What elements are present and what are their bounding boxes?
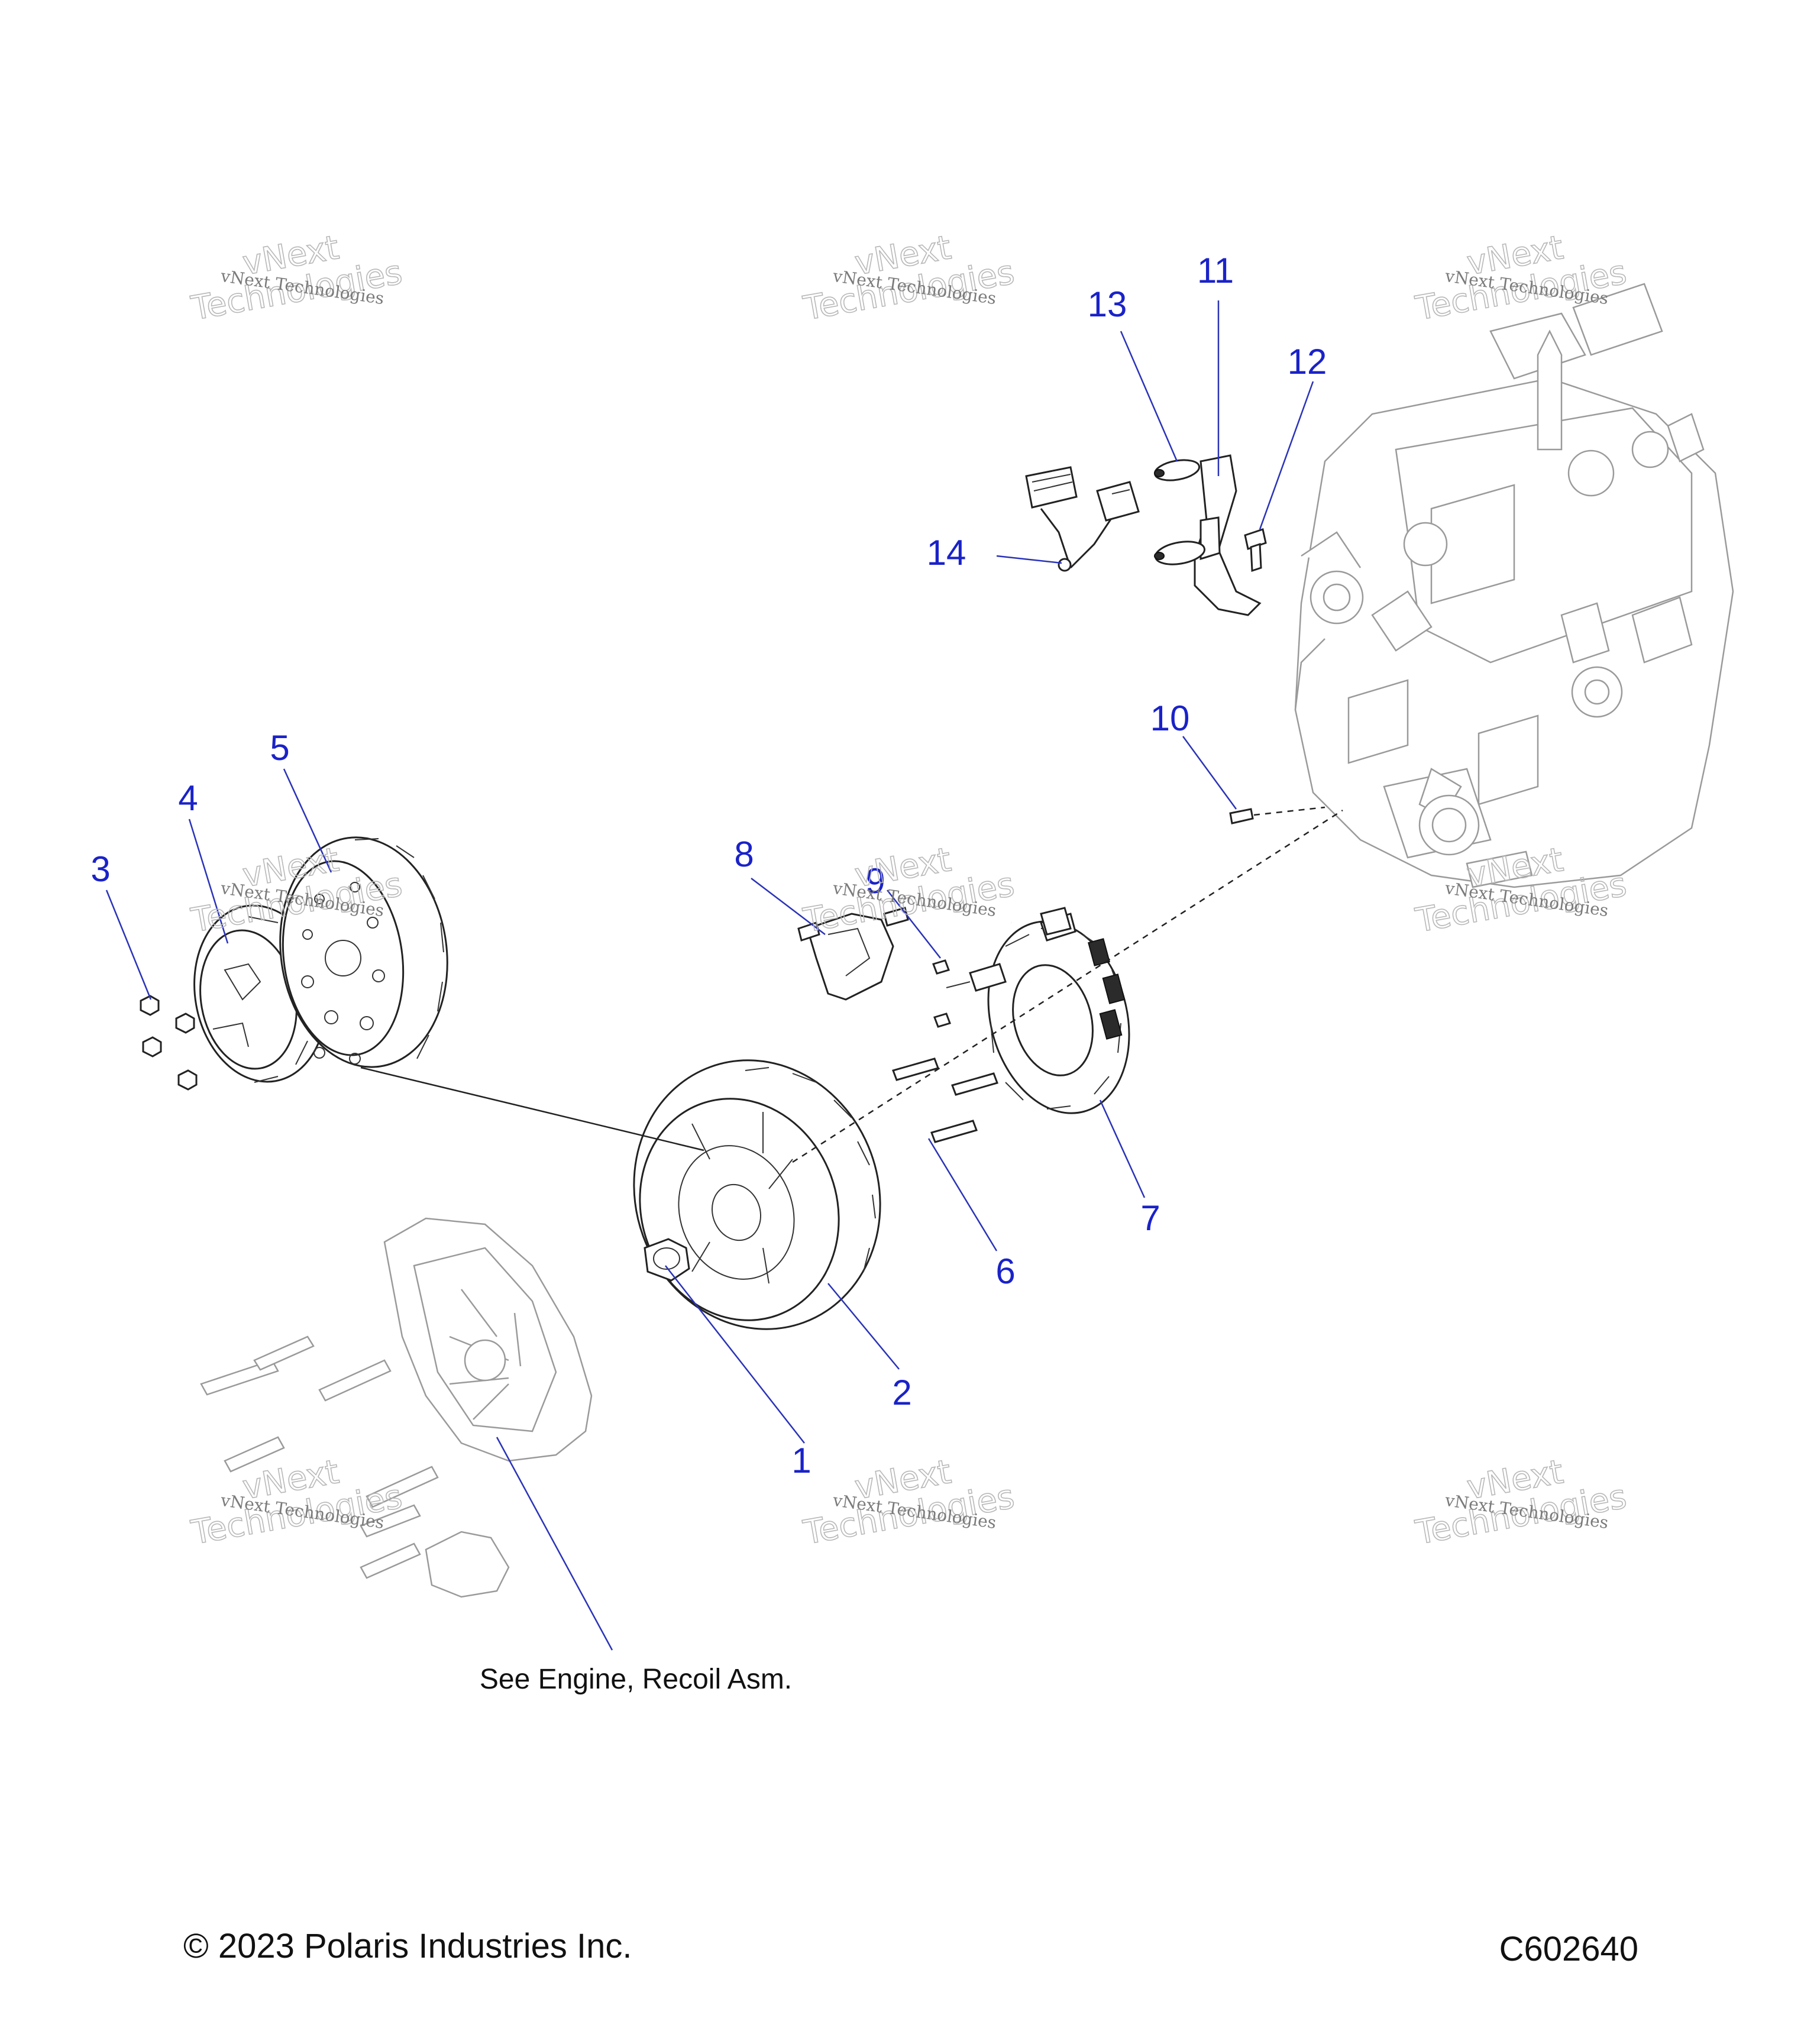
callout-3: 3 bbox=[90, 849, 110, 889]
flange-nuts-part-3 bbox=[140, 995, 198, 1091]
bracket-part-8 bbox=[797, 907, 909, 1001]
callout-7: 7 bbox=[1140, 1198, 1160, 1238]
callout-9: 9 bbox=[865, 861, 885, 901]
callout-5: 5 bbox=[270, 728, 289, 768]
callout-2: 2 bbox=[892, 1373, 911, 1412]
rotor-part-5 bbox=[279, 836, 448, 1068]
assembly-axis-lines bbox=[360, 806, 1343, 1163]
callout-10: 10 bbox=[1150, 698, 1190, 738]
callout-6: 6 bbox=[995, 1251, 1015, 1291]
recoil-cover-reference bbox=[200, 1217, 593, 1598]
callout-4: 4 bbox=[178, 778, 198, 818]
wire-harness bbox=[943, 466, 1140, 936]
callout-13: 13 bbox=[1088, 284, 1127, 324]
stator-bolts-part-6 bbox=[892, 959, 998, 1143]
callout-12: 12 bbox=[1288, 342, 1327, 381]
engine-assembly bbox=[1294, 283, 1734, 888]
copyright-text: © 2023 Polaris Industries Inc. bbox=[183, 1927, 632, 1965]
cable-ties-part-13 bbox=[1153, 459, 1205, 565]
key-part-10 bbox=[1229, 808, 1254, 824]
flywheel-part-2 bbox=[633, 1059, 881, 1330]
callout-1: 1 bbox=[791, 1441, 811, 1480]
callouts: 1 2 3 4 5 6 7 8 9 10 11 12 13 14 bbox=[90, 251, 1327, 1480]
callout-14: 14 bbox=[927, 533, 966, 573]
reference-note: See Engine, Recoil Asm. bbox=[480, 1664, 792, 1695]
drawing-number: C602640 bbox=[1499, 1930, 1638, 1968]
bolt-part-12 bbox=[1244, 528, 1267, 573]
nut-part-1 bbox=[644, 1238, 690, 1282]
callout-11: 11 bbox=[1197, 251, 1234, 290]
callout-8: 8 bbox=[734, 835, 754, 874]
stator-part-7 bbox=[946, 913, 1130, 1114]
leader-lines bbox=[105, 300, 1314, 1651]
